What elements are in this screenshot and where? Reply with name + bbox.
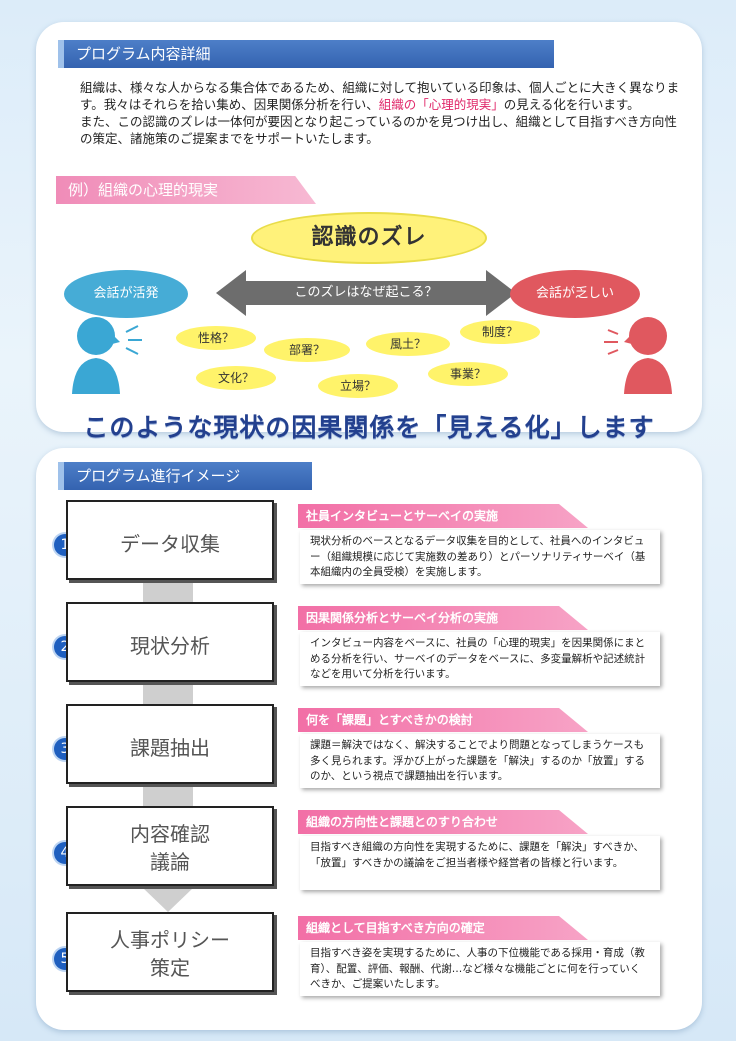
factor-tag: 文化？ — [196, 366, 276, 390]
step-5-description: 目指すべき姿を実現するために、人事の下位機能である採用・育成（教育）、配置、評価… — [300, 942, 660, 996]
step-box-hr-policy: 人事ポリシー 策定 — [66, 912, 274, 992]
step-label: データ収集 — [120, 532, 220, 556]
step-connector — [143, 682, 193, 704]
step-box-issue-extraction: 課題抽出 — [66, 704, 274, 784]
intro-text-a: 組織は、様々な人からなる集合体であるため、組織に対して抱いている印象は、個人ごと… — [80, 80, 680, 112]
program-progress-panel: プログラム進行イメージ 1 データ収集 社員インタビューとサーベイの実施 現状分… — [36, 448, 702, 1030]
intro-paragraph-2: また、この認識のズレは一体何が要因となり起こっているのかを見つけ出し、組織として… — [80, 114, 677, 146]
step-3-description: 課題＝解決ではなく、解決することでより問題となってしまうケースも多く見られます。… — [300, 734, 660, 788]
step-label: 策定 — [150, 956, 190, 980]
section-header-program-detail: プログラム内容詳細 — [58, 40, 554, 68]
psychological-reality-diagram: このズレはなぜ起こる？ 認識のズレ 会話が活発 会話が乏しい 性格？ 部署？ 風… — [36, 208, 702, 442]
poor-conversation-bubble: 会話が乏しい — [510, 270, 640, 318]
factor-tag: 風土？ — [366, 332, 450, 356]
intro-paragraph-1: 組織は、様々な人からなる集合体であるため、組織に対して抱いている印象は、個人ごと… — [80, 79, 680, 113]
perception-gap-bubble: 認識のズレ — [251, 212, 487, 264]
step-3-title: 何を「課題」とすべきかの検討 — [298, 708, 588, 732]
step-2-title: 因果関係分析とサーベイ分析の実施 — [298, 606, 588, 630]
intro-highlight: 組織の「心理的現実」 — [378, 97, 504, 112]
section-header-label: プログラム進行イメージ — [76, 467, 241, 485]
double-arrow-icon — [216, 270, 516, 316]
factor-tag: 立場？ — [318, 374, 398, 398]
step-4-title: 組織の方向性と課題とのすり合わせ — [298, 810, 588, 834]
question-label: このズレはなぜ起こる？ — [294, 285, 438, 300]
visualization-tagline: このような現状の因果関係を「見える化」します — [83, 413, 655, 442]
section-header-label: プログラム内容詳細 — [76, 45, 211, 63]
step-label: 人事ポリシー — [110, 928, 230, 952]
step-connector — [143, 580, 193, 602]
example-tab: 例）組織の心理的現実 — [56, 176, 316, 204]
step-label: 課題抽出 — [130, 736, 210, 760]
step-1-title: 社員インタビューとサーベイの実施 — [298, 504, 588, 528]
intro-text-b: の見える化を行います。 — [503, 97, 640, 112]
step-box-data-collection: データ収集 — [66, 500, 274, 580]
factor-tag: 部署？ — [264, 338, 350, 362]
step-1-description: 現状分析のベースとなるデータ収集を目的として、社員へのインタビュー（組織規模に応… — [300, 530, 660, 584]
section-header-progress: プログラム進行イメージ — [58, 462, 312, 490]
step-arrow-icon — [143, 888, 193, 912]
step-box-current-analysis: 現状分析 — [66, 602, 274, 682]
step-4-description: 目指すべき組織の方向性を実現するために、課題を「解決」すべきか、「放置」すべきか… — [300, 836, 660, 890]
step-label: 現状分析 — [130, 634, 210, 658]
step-box-content-review: 内容確認 議論 — [66, 806, 274, 886]
step-2-description: インタビュー内容をベースに、社員の「心理的現実」を因果関係にまとめる分析を行い、… — [300, 632, 660, 686]
factor-tag: 制度？ — [460, 320, 540, 344]
step-label: 議論 — [150, 850, 190, 874]
factor-tag: 事業？ — [428, 362, 508, 386]
intro-text: 組織は、様々な人からなる集合体であるため、組織に対して抱いている印象は、個人ごと… — [80, 79, 680, 147]
program-detail-panel: プログラム内容詳細 組織は、様々な人からなる集合体であるため、組織に対して抱いて… — [36, 22, 702, 442]
step-5-title: 組織として目指すべき方向の確定 — [298, 916, 588, 940]
active-conversation-bubble: 会話が活発 — [64, 270, 188, 318]
step-connector — [143, 784, 193, 806]
step-label: 内容確認 — [130, 822, 210, 846]
factor-tag: 性格？ — [176, 326, 256, 350]
speaking-person-right-icon — [604, 317, 672, 394]
speaking-person-left-icon — [72, 317, 142, 394]
